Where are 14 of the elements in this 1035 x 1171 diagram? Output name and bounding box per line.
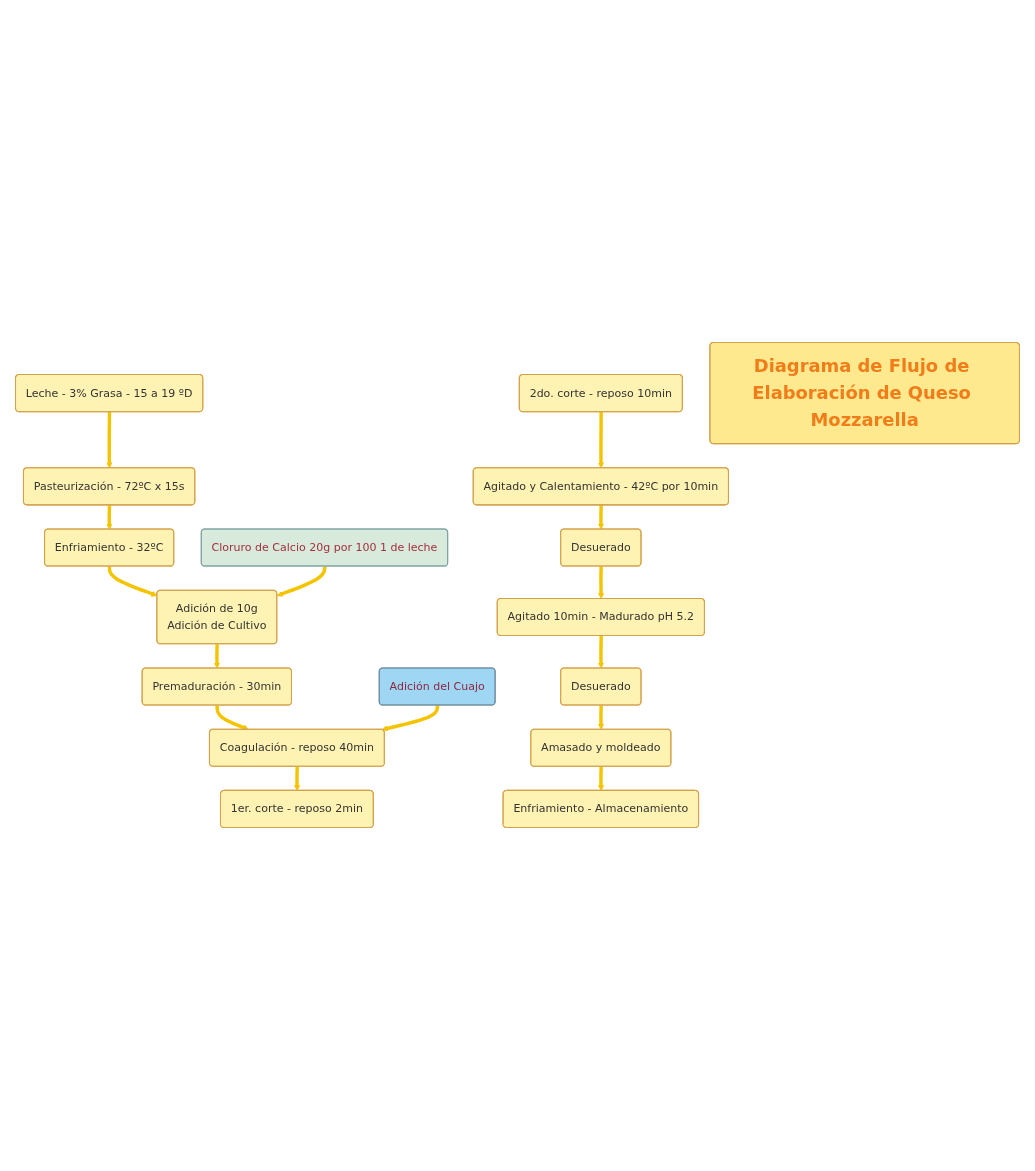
arrow [294,767,301,792]
arrow [598,767,605,792]
arrow [598,705,605,731]
arrow [215,705,249,731]
arrow [213,644,221,669]
arrow [598,566,605,600]
arrow [598,636,605,669]
arrow [598,412,605,469]
arrow [106,412,113,469]
arrow [381,705,440,732]
arrow [598,505,605,531]
arrow [106,505,113,531]
arrow [107,566,158,598]
arrow [276,566,327,598]
